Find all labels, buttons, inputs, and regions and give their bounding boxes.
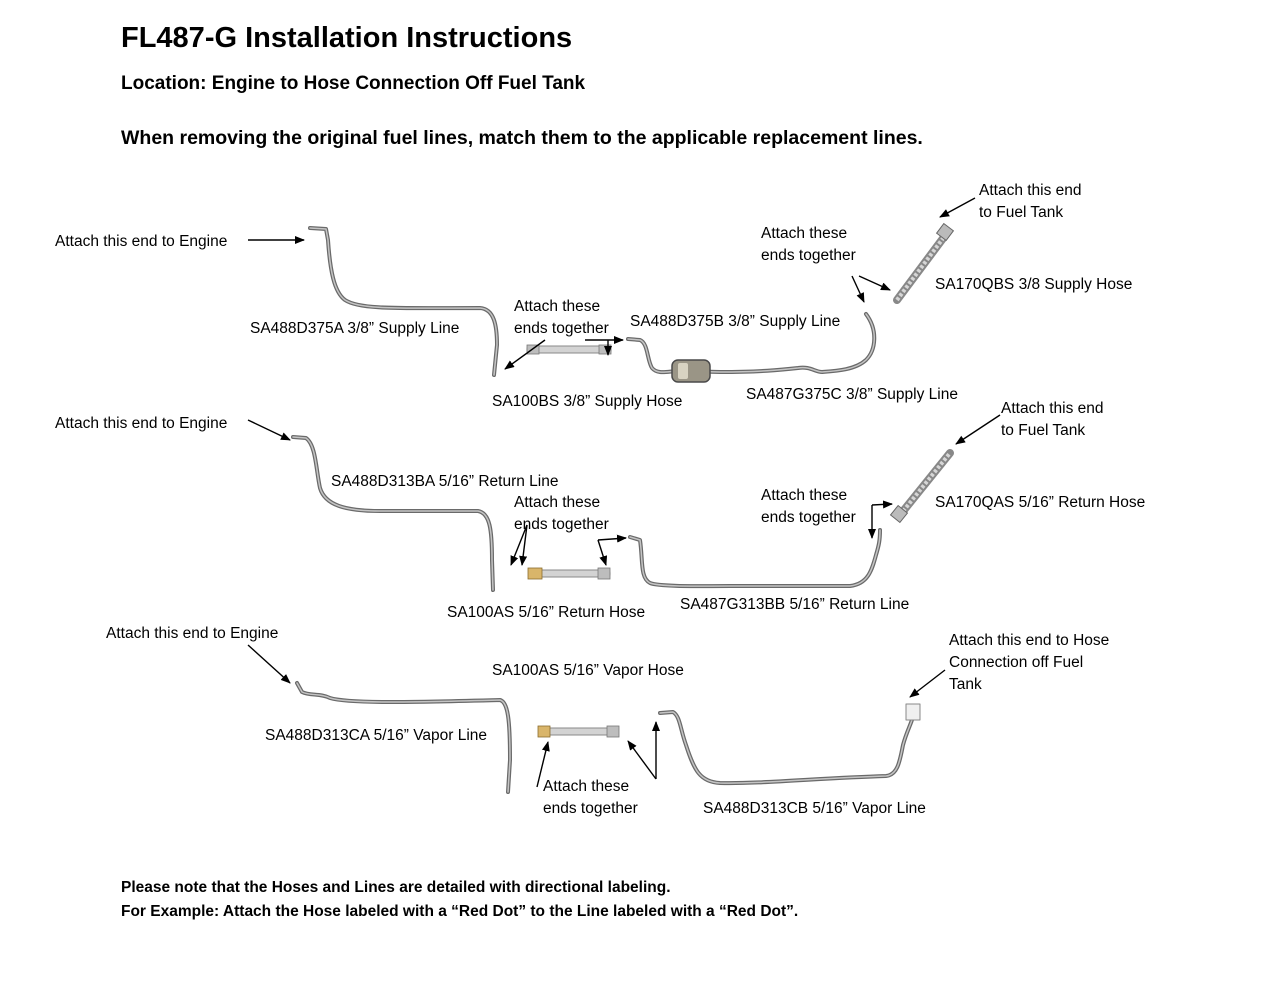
return-line-b xyxy=(628,528,882,589)
vapor-tank-label: Attach this end to Hose Connection off F… xyxy=(949,632,1110,693)
footer-note-2: For Example: Attach the Hose labeled wit… xyxy=(121,903,799,920)
vapor-engine-label: Attach this end to Engine xyxy=(106,625,279,642)
supply-line-a-label: SA488D375A 3/8” Supply Line xyxy=(250,320,460,337)
vapor-hose-label: SA100AS 5/16” Vapor Hose xyxy=(492,662,684,679)
return-tank-hose xyxy=(889,449,954,524)
supply-hose-label: SA100BS 3/8” Supply Hose xyxy=(492,393,683,410)
fuel-filter xyxy=(671,359,711,383)
vapor-line-a xyxy=(295,681,512,794)
vapor-line-b xyxy=(658,703,921,786)
supply-together-label-1: Attach these ends together xyxy=(514,298,609,337)
return-line-b-label: SA487G313BB 5/16” Return Line xyxy=(680,596,910,613)
return-tank-label: Attach this end to Fuel Tank xyxy=(1001,400,1104,439)
footer-note-1: Please note that the Hoses and Lines are… xyxy=(121,879,671,896)
supply-tank-label: Attach this end to Fuel Tank xyxy=(979,182,1082,221)
return-line-a xyxy=(291,435,495,592)
supply-line-b xyxy=(626,312,877,375)
vapor-line-a-label: SA488D313CA 5/16” Vapor Line xyxy=(265,727,488,744)
vapor-together-label: Attach these ends together xyxy=(543,778,638,817)
supply-tank-hose-label: SA170QBS 3/8 Supply Hose xyxy=(935,276,1133,293)
supply-together-label-2: Attach these ends together xyxy=(761,225,856,264)
supply-engine-label: Attach this end to Engine xyxy=(55,233,228,250)
vapor-line-b-label: SA488D313CB 5/16” Vapor Line xyxy=(703,800,926,817)
location-subtitle: Location: Engine to Hose Connection Off … xyxy=(121,73,586,94)
supply-hose xyxy=(526,344,612,355)
supply-line-c-label: SA487G375C 3/8” Supply Line xyxy=(746,386,958,403)
return-tank-hose-label: SA170QAS 5/16” Return Hose xyxy=(935,494,1146,511)
return-together-label-1: Attach these ends together xyxy=(514,494,609,533)
vapor-hose xyxy=(537,725,620,738)
supply-line-b-label: SA488D375B 3/8” Supply Line xyxy=(630,313,841,330)
page-title: FL487-G Installation Instructions xyxy=(121,22,573,54)
arrows xyxy=(247,197,1001,788)
supply-tank-hose xyxy=(893,222,955,304)
return-engine-label: Attach this end to Engine xyxy=(55,415,228,432)
return-line-a-label: SA488D313BA 5/16” Return Line xyxy=(331,473,559,490)
supply-line-a xyxy=(308,226,499,377)
instruction-text: When removing the original fuel lines, m… xyxy=(121,127,923,149)
return-hose-label: SA100AS 5/16” Return Hose xyxy=(447,604,646,621)
return-hose xyxy=(527,567,611,580)
return-together-label-2: Attach these ends together xyxy=(761,487,856,526)
